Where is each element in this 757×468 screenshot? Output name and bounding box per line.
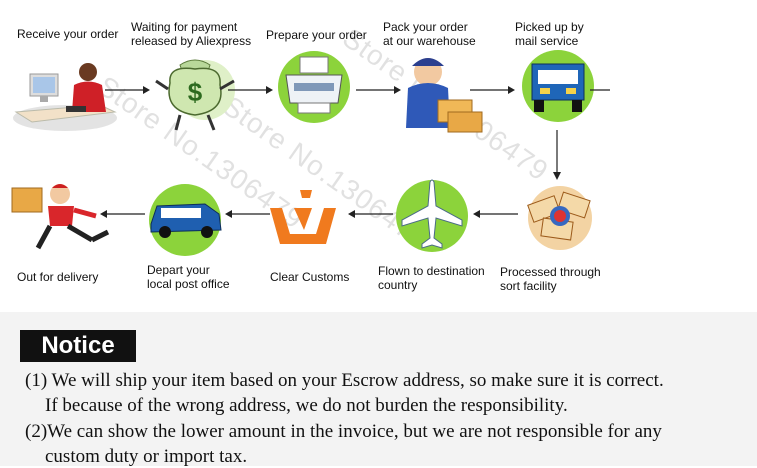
notice-line: (2)We can show the lower amount in the i… bbox=[25, 421, 662, 442]
customs-icon bbox=[270, 190, 336, 244]
printer-icon bbox=[278, 51, 350, 123]
delivery-runner-icon bbox=[11, 184, 110, 250]
notice-title: Notice bbox=[20, 330, 136, 362]
notice-line: (1) We will ship your item based on your… bbox=[25, 370, 664, 391]
step-label-sort-facility: Processed through sort facility bbox=[500, 265, 601, 293]
shipping-process-flow: Store No.1306479 Store No.1306479 Store … bbox=[11, 20, 610, 293]
notice-line: If because of the wrong address, we do n… bbox=[45, 395, 568, 416]
step-label-receive-order: Receive your order bbox=[17, 27, 119, 41]
notice-section: Notice (1) We will ship your item based … bbox=[0, 312, 757, 467]
notice-line: custom duty or import tax. bbox=[45, 446, 248, 467]
step-label-out-for-delivery: Out for delivery bbox=[17, 270, 99, 284]
step-label-flown-destination: Flown to destination country bbox=[378, 264, 485, 292]
money-bag-icon: $ bbox=[155, 59, 235, 131]
flow-line bbox=[590, 89, 610, 91]
step-label-waiting-payment: Waiting for payment released by Aliexpre… bbox=[131, 20, 252, 48]
flow-arrow bbox=[105, 86, 150, 94]
flow-arrow-left bbox=[100, 210, 145, 218]
flow-arrow-left bbox=[225, 210, 270, 218]
step-label-depart-post-office: Depart your local post office bbox=[147, 263, 230, 291]
car-icon bbox=[149, 184, 222, 256]
flow-arrow bbox=[470, 86, 515, 94]
flow-arrow-left bbox=[473, 210, 518, 218]
packing-worker-icon bbox=[406, 58, 483, 133]
step-label-picked-up: Picked up by mail service bbox=[515, 20, 584, 48]
mail-truck-icon bbox=[522, 50, 594, 122]
airplane-icon bbox=[396, 179, 468, 252]
svg-text:$: $ bbox=[188, 77, 203, 107]
step-label-pack-order: Pack your order at our warehouse bbox=[383, 20, 476, 48]
flow-arrow-left bbox=[348, 210, 393, 218]
step-label-clear-customs: Clear Customs bbox=[270, 270, 350, 284]
flow-arrow bbox=[228, 86, 273, 94]
mail-envelopes-icon bbox=[527, 186, 592, 250]
computer-desk-icon bbox=[13, 63, 117, 131]
flow-arrow-down bbox=[553, 130, 561, 180]
flow-arrow bbox=[356, 86, 401, 94]
step-label-prepare-order: Prepare your order bbox=[266, 28, 367, 42]
